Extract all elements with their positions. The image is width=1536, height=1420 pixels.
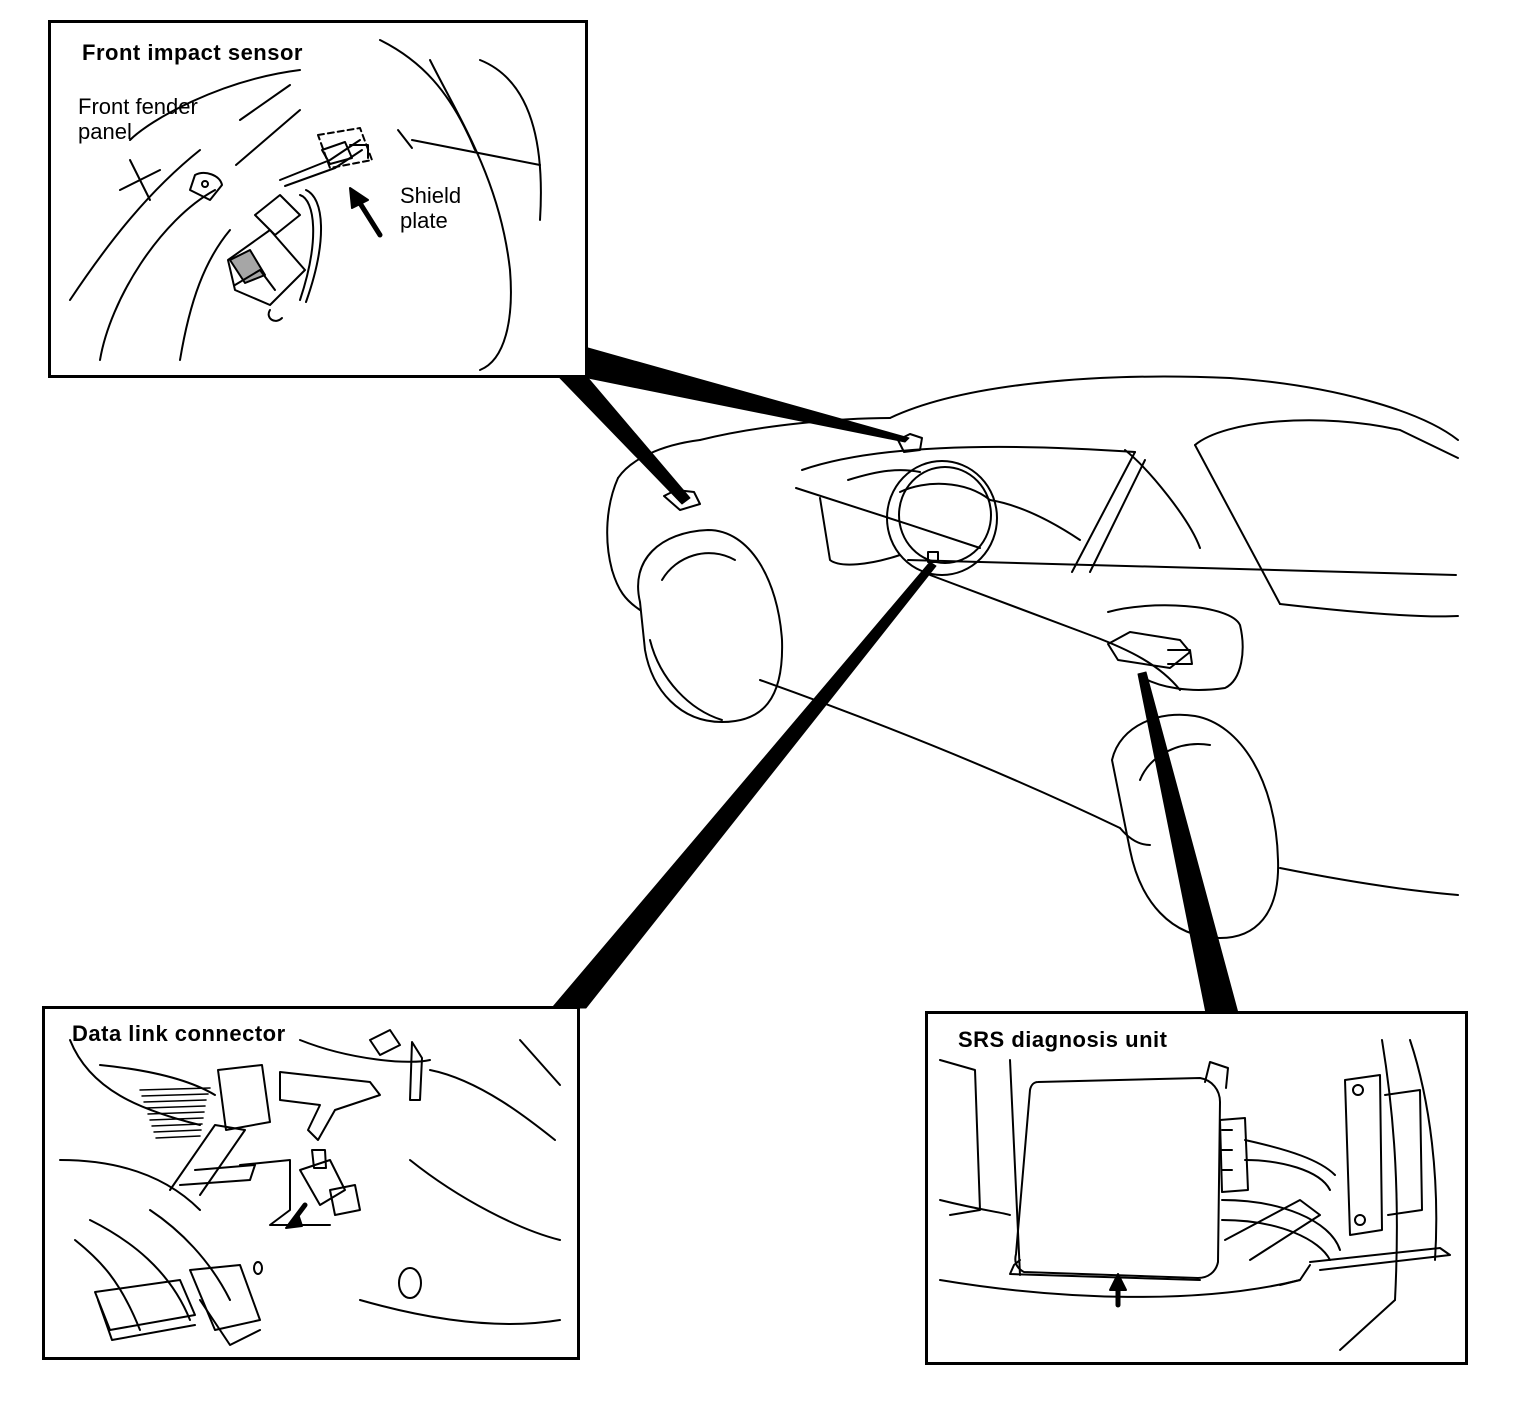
- front-impact-sensor-callout: [48, 20, 588, 378]
- srs-diagnosis-unit-artwork: [939, 1039, 1451, 1351]
- data-link-connector-artwork: [59, 1029, 561, 1346]
- leader-wedge-dash-sensor: [587, 347, 910, 443]
- front-impact-sensor-artwork: [69, 39, 542, 371]
- shield-plate-label: Shield plate: [400, 183, 462, 233]
- data-link-connector-callout: [42, 1006, 580, 1360]
- srs-diagnosis-unit-title: SRS diagnosis unit: [958, 1027, 1168, 1052]
- front-fender-panel-label: Front fender panel: [78, 94, 198, 144]
- front-impact-sensor-title: Front impact sensor: [82, 40, 303, 65]
- leader-wedge-fender-sensor: [559, 377, 691, 505]
- car-body: [606, 375, 1459, 939]
- leader-wedge-srs-unit: [1137, 671, 1239, 1014]
- data-link-connector-title: Data link connector: [72, 1021, 286, 1046]
- srs-diagnosis-unit-callout: [925, 1011, 1468, 1365]
- leader-wedge-data-link: [551, 561, 937, 1009]
